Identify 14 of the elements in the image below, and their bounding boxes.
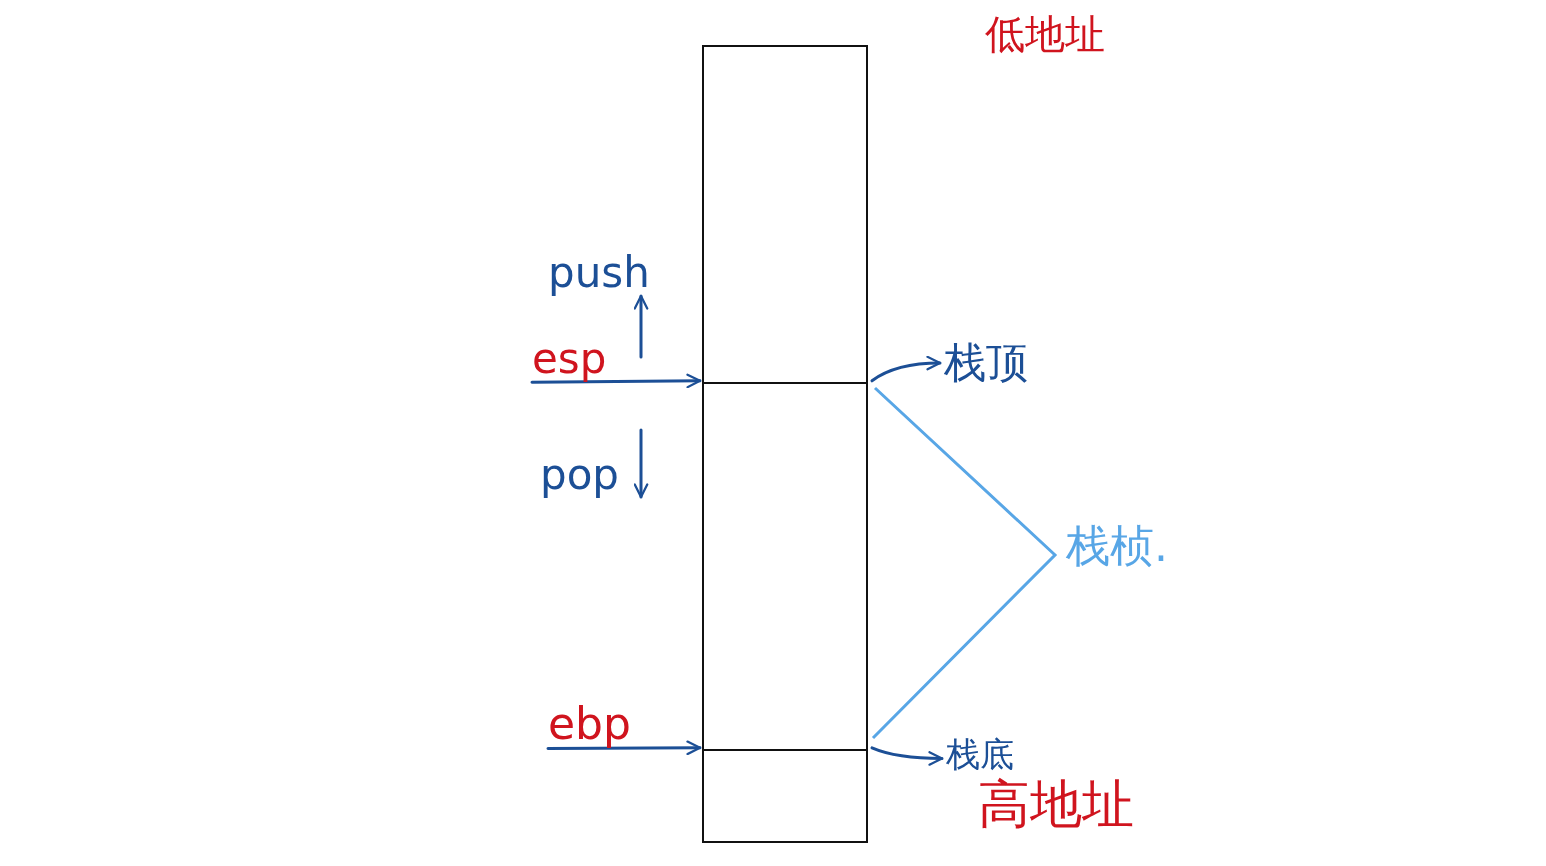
register-label: esp [532,336,607,383]
pointer-arrow [546,740,702,756]
operation-label: pop [540,452,620,499]
pointer-arrow [530,373,702,389]
frame-label: 栈桢. [1066,522,1168,571]
address-label: 低地址 [985,12,1105,56]
annotation-label: 栈顶 [944,340,1028,387]
address-label: 高地址 [978,776,1134,834]
register-label: ebp [548,700,631,749]
annotation-label: 栈底 [946,736,1014,774]
curved-arrow [870,746,944,766]
stack-box [702,45,868,843]
operation-label: push [548,250,650,297]
curved-arrow [870,355,942,383]
